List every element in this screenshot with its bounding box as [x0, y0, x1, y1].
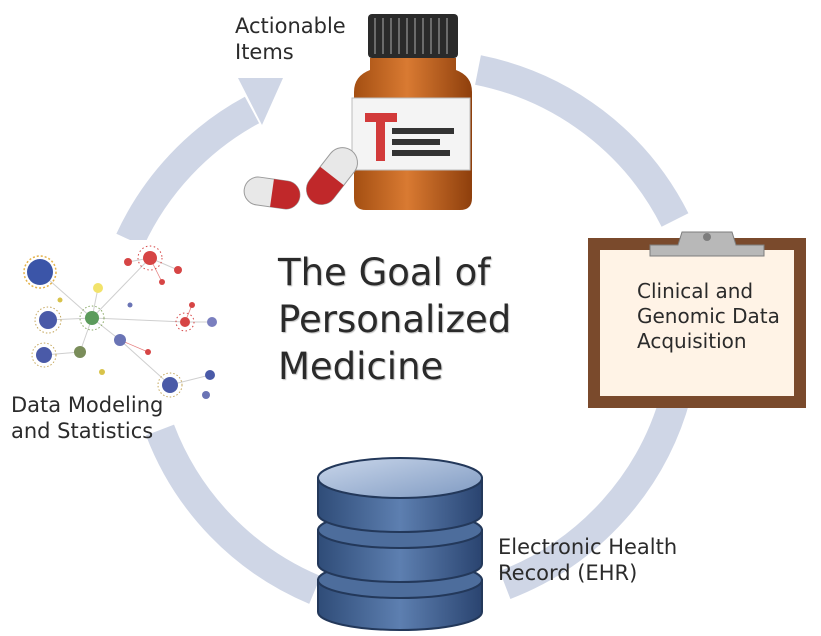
clipboard-icon — [588, 231, 806, 408]
cycle-arrowhead — [238, 78, 283, 125]
clinical-genomic-label: Clinical and Genomic Data Acquisition — [637, 279, 780, 354]
cycle-ring — [116, 55, 691, 604]
title-line-2: Personalized — [278, 297, 512, 341]
ehr-line-1: Electronic Health — [498, 535, 678, 559]
clinical-line-1: Clinical and — [637, 279, 754, 303]
database-icon — [317, 457, 483, 631]
diagram-title: The Goal of Personalized Medicine — [278, 250, 511, 391]
medicine-bottle-icon — [351, 14, 472, 210]
title-line-1: The Goal of — [278, 251, 491, 294]
ehr-line-2: Record (EHR) — [498, 561, 638, 586]
actionable-items-label: Actionable Items — [235, 13, 346, 66]
pills-icon — [243, 147, 358, 210]
ehr-label: Electronic Health Record (EHR) — [498, 534, 677, 587]
network-graph-icon — [4, 240, 248, 415]
actionable-line-2: Items — [235, 40, 294, 65]
clinical-line-3: Acquisition — [637, 329, 747, 353]
clinical-line-2: Genomic Data — [637, 304, 780, 328]
actionable-line-1: Actionable — [235, 14, 346, 38]
data-modeling-label: Data Modeling and Statistics — [11, 392, 163, 445]
modeling-line-1: Data Modeling — [11, 393, 164, 417]
modeling-line-2: and Statistics — [11, 419, 154, 444]
title-line-3: Medicine — [278, 344, 444, 388]
